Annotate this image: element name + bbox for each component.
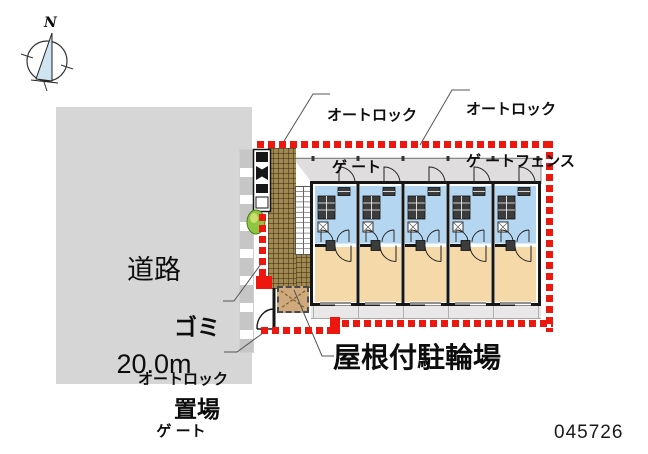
road-area	[56, 107, 252, 384]
staircase	[295, 186, 312, 255]
label-line: ゲ ート	[156, 422, 206, 440]
road-name: 道路	[127, 254, 181, 285]
label-line: ゲ ートフェンス	[466, 152, 575, 170]
label-line: 置場	[174, 395, 220, 422]
compass-icon	[20, 32, 74, 92]
label-line: オートロック	[327, 106, 418, 124]
label-autolock-gate-bottom: オートロック ゲ ート	[138, 336, 229, 454]
label-line: オートロック	[138, 370, 229, 388]
plan-number: 045726	[554, 422, 624, 443]
road-label: 道路 20.0m	[94, 192, 214, 443]
north-label: N	[44, 15, 57, 31]
label-autolock-gate-top: オートロック ゲ ート	[327, 72, 417, 211]
sidewalk-strip	[239, 149, 254, 353]
label-line: オートロック	[466, 100, 557, 118]
entry-walkway	[268, 148, 296, 289]
fence-bottom-right	[331, 320, 553, 327]
fence-endpost	[256, 276, 272, 289]
label-garbage-area: ゴミ 置場	[174, 260, 220, 454]
fence-top	[257, 141, 553, 148]
label-covered-bicycle-parking: 屋根付駐輪場	[333, 342, 502, 373]
road-width: 20.0m	[116, 348, 192, 379]
entry-walkway-extension	[296, 254, 310, 288]
label-line: ゲ ート	[332, 158, 382, 176]
balcony-strip	[311, 304, 541, 319]
bottom-gate	[256, 288, 276, 330]
label-line: ゴミ	[174, 314, 220, 341]
fence-left	[259, 214, 266, 288]
bicycle-parking-box	[277, 286, 309, 313]
fence-jogpost	[330, 317, 340, 334]
fence-right	[546, 141, 553, 332]
label-autolock-gate-fence: オートロック ゲ ートフェンス	[466, 66, 575, 205]
fence-bottom-left	[261, 327, 337, 334]
